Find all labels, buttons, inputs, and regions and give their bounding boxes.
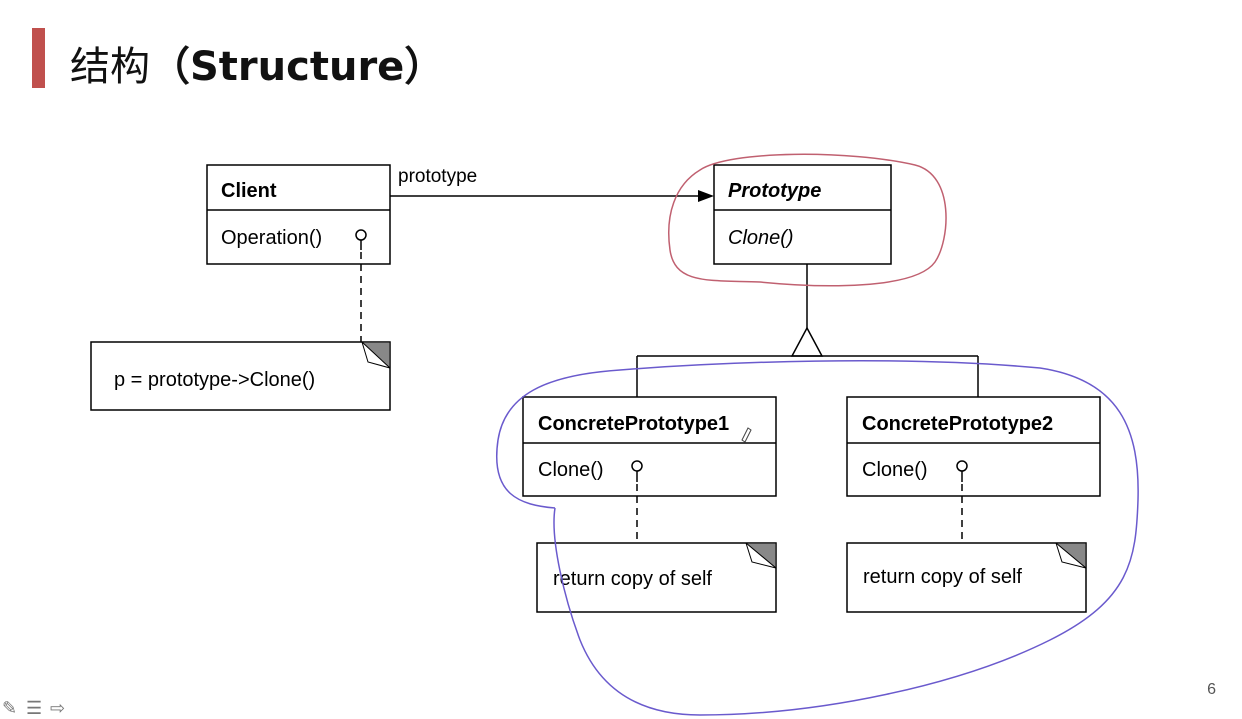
client-note-anchor	[355, 229, 367, 241]
concrete-highlight-circle	[496, 360, 1139, 716]
concrete1-class-name: ConcretePrototype1	[538, 413, 729, 435]
concrete2-note-anchor	[956, 460, 968, 472]
client-note-text: p = prototype->Clone()	[114, 369, 315, 391]
prototype-class: Prototype Clone()	[713, 164, 892, 265]
slide-title: 结构（Structure）	[70, 34, 444, 92]
prototype-highlight-circle	[668, 153, 947, 287]
client-class: Client Operation()	[206, 164, 391, 265]
concrete2-note: return copy of self	[846, 542, 1087, 613]
cursor-icon	[741, 427, 752, 443]
client-operation: Operation()	[221, 227, 322, 249]
title-cjk: 结构	[70, 44, 150, 90]
concrete-prototype1-class: ConcretePrototype1 Clone()	[522, 396, 777, 497]
slide-navigation: ✎ ☰ ⇨	[2, 699, 72, 717]
concrete2-class-name: ConcretePrototype2	[862, 413, 1053, 435]
concrete2-note-text: return copy of self	[863, 566, 1022, 588]
menu-icon[interactable]: ☰	[26, 698, 43, 718]
inheritance-connector	[636, 264, 979, 397]
concrete2-operation: Clone()	[862, 459, 928, 481]
concrete1-note-text: return copy of self	[553, 568, 712, 590]
client-note: p = prototype->Clone()	[90, 341, 391, 411]
association-arrow: prototype	[390, 166, 714, 202]
concrete1-operation: Clone()	[538, 459, 604, 481]
association-label: prototype	[398, 166, 477, 187]
client-class-name: Client	[221, 180, 277, 202]
next-arrow-icon[interactable]: ⇨	[50, 698, 66, 718]
title-accent-bar	[32, 28, 45, 88]
prototype-class-name: Prototype	[728, 180, 821, 202]
prototype-operation: Clone()	[728, 227, 794, 249]
page-number: 6	[1207, 681, 1216, 698]
title-structure: （Structure）	[150, 44, 445, 90]
concrete1-note: return copy of self	[536, 542, 777, 613]
concrete-prototype2-class: ConcretePrototype2 Clone()	[846, 396, 1101, 497]
pen-icon[interactable]: ✎	[2, 698, 18, 718]
concrete1-note-anchor	[631, 460, 643, 472]
